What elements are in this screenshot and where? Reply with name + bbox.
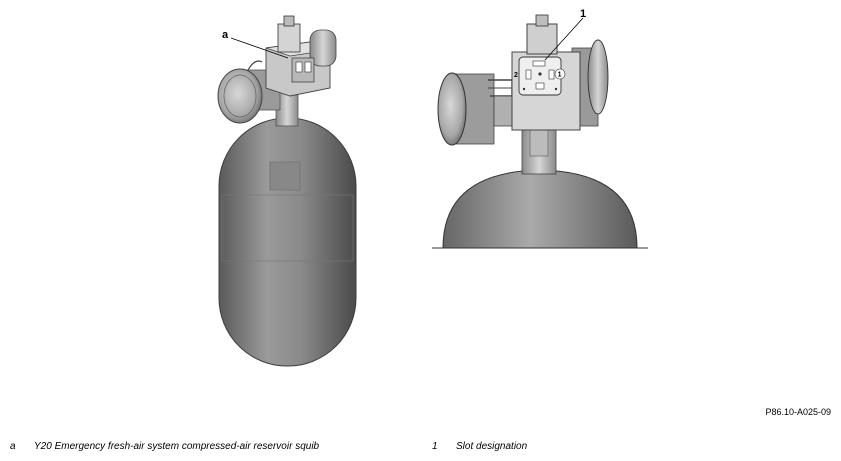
- reservoir-tank: [218, 117, 357, 367]
- callout-a-label: a: [222, 29, 229, 41]
- callout-a-leader: [230, 37, 289, 59]
- detail-side-cylinder: [571, 39, 609, 127]
- legend-key: a: [10, 441, 16, 452]
- callout-1-leader: [544, 17, 584, 61]
- legend-key: 1: [432, 441, 438, 452]
- reservoir-dome: [442, 169, 638, 249]
- squib-connector: [277, 15, 301, 53]
- legend-text: Y20 Emergency fresh-air system compresse…: [34, 441, 320, 452]
- svg-text:1: 1: [558, 72, 562, 79]
- legend-text: Slot designation: [456, 441, 528, 452]
- callout-1-label: 1: [580, 8, 586, 20]
- detail-squib-plug: [526, 14, 558, 55]
- figure-reference: P86.10-A025-09: [765, 407, 831, 417]
- slot-label-2: 2: [514, 72, 518, 79]
- valve-block: [265, 29, 337, 97]
- left-reservoir-view: a: [217, 15, 357, 367]
- pressure-gauge: [217, 60, 281, 124]
- connector-socket: [518, 56, 562, 96]
- right-detail-view: 2 1 1: [432, 8, 648, 249]
- slot-label-1: 1: [554, 68, 566, 80]
- svg-text:2: 2: [514, 72, 518, 79]
- detail-pressure-gauge: [437, 72, 515, 146]
